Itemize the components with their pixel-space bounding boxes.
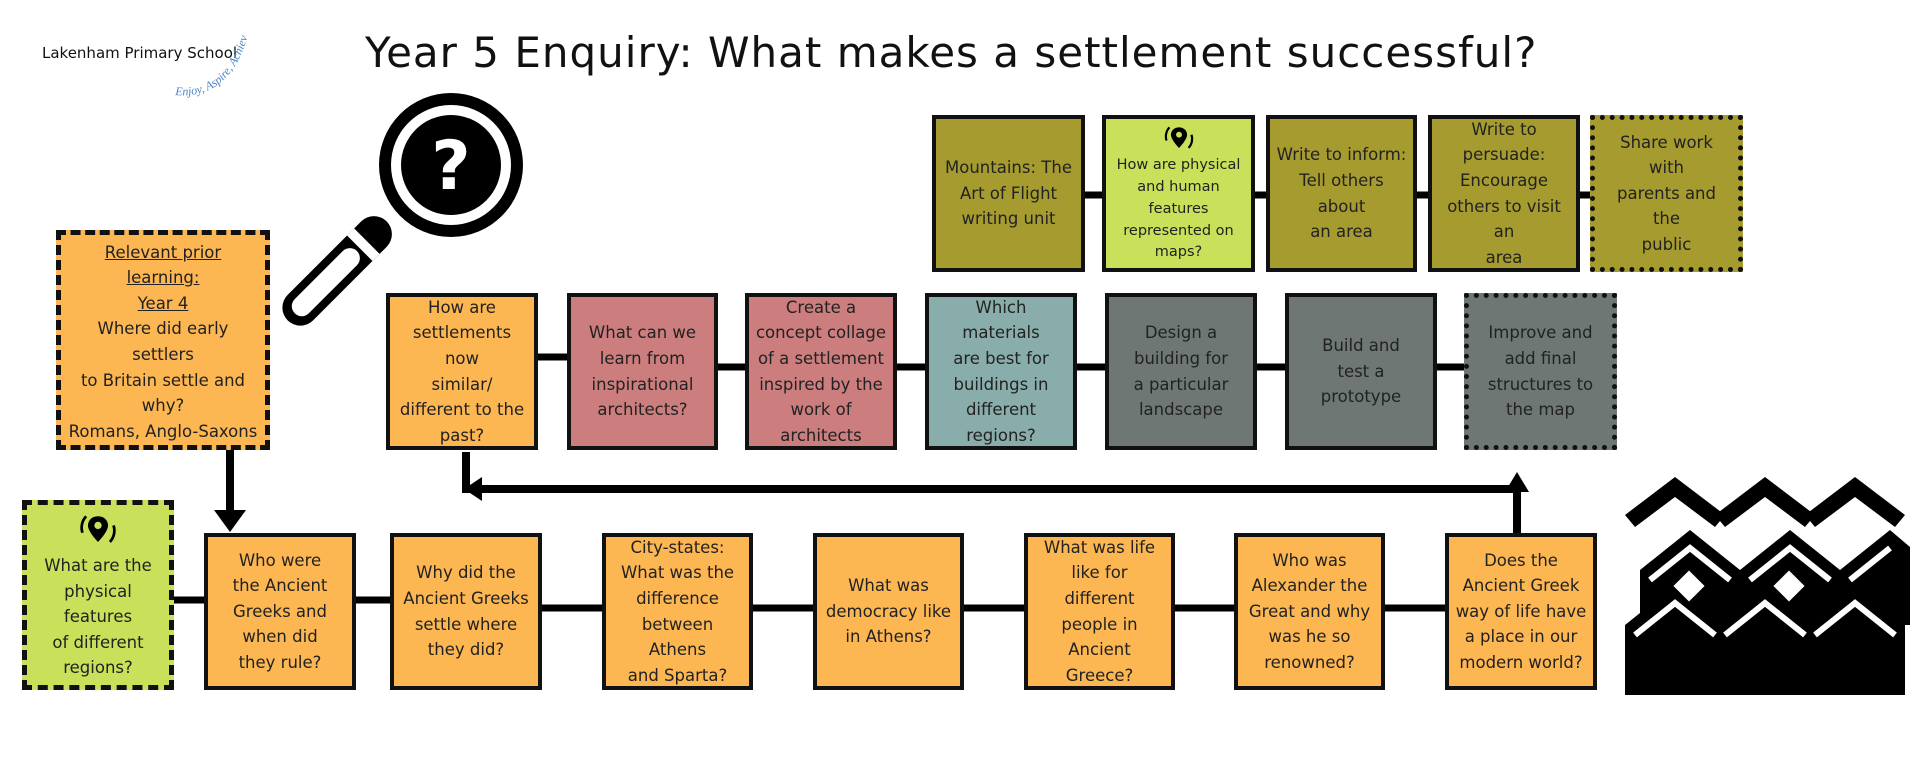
bottom-step-8-text: Does the Ancient Greek way of life have … bbox=[1455, 550, 1587, 672]
top-step-4: Write to persuade: Encourage others to v… bbox=[1428, 115, 1580, 272]
magnifying-glass-question-icon: ? bbox=[282, 93, 523, 326]
middle-step-4: Which materials are best for buildings i… bbox=[925, 293, 1077, 450]
middle-step-6-text: Build and test a prototype bbox=[1320, 336, 1402, 407]
bottom-step-4-text: City-states: What was the difference bet… bbox=[620, 537, 735, 685]
prior-learning-heading: Relevant prior learning: Year 4 bbox=[104, 242, 222, 313]
top-step-3: Write to inform: Tell others about an ar… bbox=[1266, 115, 1417, 272]
middle-step-6: Build and test a prototype bbox=[1285, 293, 1437, 450]
prior-learning-box: Relevant prior learning: Year 4 Where di… bbox=[56, 230, 270, 450]
middle-step-2-text: What can we learn from inspirational arc… bbox=[588, 323, 697, 420]
middle-step-7-text: Improve and add final structures to the … bbox=[1487, 323, 1594, 420]
bottom-step-2: Who were the Ancient Greeks and when did… bbox=[204, 533, 356, 690]
bottom-step-6: What was life like for different people … bbox=[1024, 533, 1175, 690]
middle-step-3-text: Create a concept collage of a settlement… bbox=[755, 297, 887, 445]
middle-step-3: Create a concept collage of a settlement… bbox=[745, 293, 897, 450]
middle-step-5-text: Design a building for a particular lands… bbox=[1133, 323, 1229, 420]
top-step-2: How are physical and human features repr… bbox=[1102, 115, 1255, 272]
top-step-4-text: Write to persuade: Encourage others to v… bbox=[1447, 119, 1561, 267]
bottom-step-3: Why did the Ancient Greeks settle where … bbox=[390, 533, 542, 690]
middle-step-1: How are settlements now similar/ differe… bbox=[386, 293, 538, 450]
top-step-2-text: How are physical and human features repr… bbox=[1116, 157, 1241, 261]
top-step-1: Mountains: The Art of Flight writing uni… bbox=[932, 115, 1085, 272]
middle-step-7: Improve and add final structures to the … bbox=[1464, 293, 1617, 450]
middle-step-4-text: Which materials are best for buildings i… bbox=[953, 297, 1049, 445]
top-step-3-text: Write to inform: Tell others about an ar… bbox=[1276, 145, 1407, 242]
middle-step-1-text: How are settlements now similar/ differe… bbox=[399, 297, 525, 445]
map-pin-rotate-icon bbox=[1164, 126, 1193, 149]
top-step-1-text: Mountains: The Art of Flight writing uni… bbox=[945, 158, 1072, 229]
bottom-step-1-text: What are the physical features of differ… bbox=[44, 556, 152, 678]
houses-icon bbox=[1625, 477, 1910, 695]
top-step-5-text: Share work with parents and the public bbox=[1617, 132, 1716, 254]
middle-step-5: Design a building for a particular lands… bbox=[1105, 293, 1257, 450]
top-step-5: Share work with parents and the public bbox=[1590, 115, 1743, 272]
map-pin-rotate-icon bbox=[80, 515, 116, 543]
bottom-step-7: Who was Alexander the Great and why was … bbox=[1234, 533, 1385, 690]
bottom-step-1: What are the physical features of differ… bbox=[22, 500, 174, 690]
bottom-step-2-text: Who were the Ancient Greeks and when did… bbox=[232, 550, 328, 672]
bottom-step-5: What was democracy like in Athens? bbox=[813, 533, 964, 690]
page-title: Year 5 Enquiry: What makes a settlement … bbox=[365, 28, 1538, 77]
middle-step-2: What can we learn from inspirational arc… bbox=[567, 293, 718, 450]
school-name: Lakenham Primary School bbox=[42, 44, 238, 62]
bottom-step-5-text: What was democracy like in Athens? bbox=[825, 576, 952, 647]
bottom-step-3-text: Why did the Ancient Greeks settle where … bbox=[403, 563, 529, 660]
bottom-step-8: Does the Ancient Greek way of life have … bbox=[1445, 533, 1597, 690]
bottom-step-6-text: What was life like for different people … bbox=[1043, 537, 1156, 685]
bottom-step-7-text: Who was Alexander the Great and why was … bbox=[1248, 550, 1371, 672]
bottom-step-4: City-states: What was the difference bet… bbox=[602, 533, 753, 690]
svg-text:?: ? bbox=[431, 127, 470, 206]
prior-learning-body: Where did early settlers to Britain sett… bbox=[68, 319, 258, 441]
